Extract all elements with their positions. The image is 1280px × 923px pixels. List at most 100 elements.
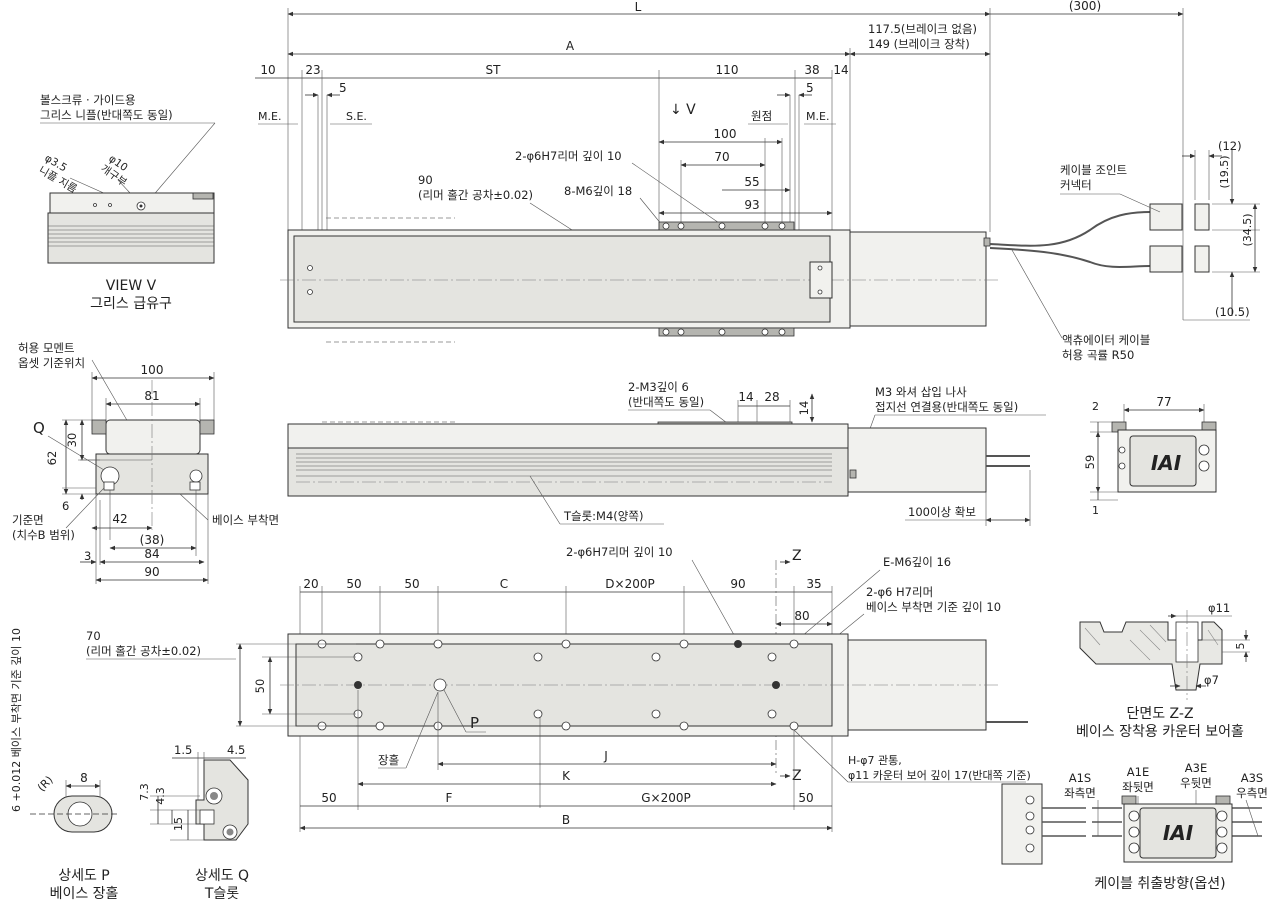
end-dim-62: 62 [45, 451, 59, 466]
dim-14: 14 [833, 63, 848, 77]
side-clearance: 100이상 확보 [908, 505, 976, 519]
view-v-note-2: 그리스 니플(반대쪽도 동일) [40, 108, 173, 122]
dim-ST: ST [486, 63, 502, 77]
right-logo: IAI [1151, 451, 1182, 475]
cable-a3s-2: 우측면 [1236, 786, 1268, 800]
end-view-left: 허용 모멘트 옵셋 기준위치 100 81 Q 30 62 6 기준면 [12, 341, 279, 584]
side-dim-28: 28 [764, 390, 779, 404]
bot-dim-50c: 50 [321, 791, 336, 805]
bot-dim-50d: 50 [798, 791, 813, 805]
view-v-note-1: 볼스크류 · 가이드용 [40, 93, 136, 107]
bot-reamer-base-2: 베이스 부착면 기준 깊이 10 [866, 600, 1001, 614]
zz-title-1: 단면도 Z-Z [1126, 706, 1193, 722]
bot-tol-1: 70 [86, 629, 101, 643]
cable-a1e-2: 좌뒷면 [1122, 780, 1154, 794]
end-dim-42: 42 [112, 512, 127, 526]
label-se: S.E. [346, 110, 367, 123]
detail-p-vertical-label: 6 +0.012 베이스 부착면 기준 깊이 10 [10, 628, 23, 812]
bot-J: J [603, 749, 608, 763]
dim-10-5: (10.5) [1215, 305, 1250, 319]
bot-dim-35: 35 [806, 577, 821, 591]
view-v-detail: 볼스크류 · 가이드용 그리스 니플(반대쪽도 동일) φ3.5 니플 지름 φ… [37, 93, 216, 312]
cable-a3s-1: A3S [1241, 771, 1263, 785]
bot-tol-2: (리머 홀간 공차±0.02) [86, 644, 201, 658]
bot-dim-50b: 50 [404, 577, 419, 591]
dim-110: 110 [716, 63, 739, 77]
bot-reamer-1: 2-φ6H7리머 깊이 10 [566, 545, 673, 559]
dim-10: 10 [260, 63, 275, 77]
right-dim-2: 2 [1092, 400, 1099, 413]
view-v-arrow: ↓ V [670, 102, 696, 118]
cable-a1s-1: A1S [1069, 771, 1091, 785]
right-end-view: 77 IAI 2 59 1 [1083, 395, 1217, 517]
bot-B: B [562, 813, 570, 827]
end-dim-81: 81 [144, 389, 159, 403]
bot-K: K [562, 769, 571, 783]
end-base-mount: 베이스 부착면 [212, 513, 279, 527]
detail-q-d4-3: 4.3 [154, 787, 167, 805]
top-view: L (300) A 117.5(브레이크 없음) 149 (브레이크 장착) 1… [255, 0, 1260, 362]
dim-38: 38 [804, 63, 819, 77]
label-reamer-pitch-1: 90 [418, 173, 433, 187]
detail-q-d15: 15 [172, 817, 185, 831]
dim-cable-300: (300) [1069, 0, 1101, 13]
side-washer-2: 접지선 연결용(반대쪽도 동일) [875, 400, 1018, 414]
end-dim-6: 6 [62, 499, 69, 513]
end-dim-38: (38) [140, 533, 165, 547]
dim-100: 100 [714, 127, 737, 141]
detail-q-d1-5: 1.5 [174, 743, 192, 757]
cable-logo: IAI [1163, 821, 1194, 845]
view-v-title-1: VIEW V [106, 278, 157, 294]
bot-reamer-base-1: 2-φ6 H7리머 [866, 585, 933, 599]
label-cable-bend-1: 액츄에이터 케이블 [1062, 333, 1150, 347]
dim-55: 55 [744, 175, 759, 189]
label-me-right: M.E. [806, 110, 829, 123]
detail-q: 1.5 4.5 7.3 4.3 15 상세도 Q T슬롯 [138, 743, 249, 902]
dim-5-left: 5 [339, 81, 347, 95]
side-washer-1: M3 와셔 삽입 나사 [875, 385, 967, 399]
zz-d5: 5 [1234, 643, 1247, 650]
bot-F: F [446, 791, 453, 805]
end-dim-84: 84 [144, 547, 159, 561]
bottom-view: 20 50 50 C D×200P 90 35 80 2-φ6H7리머 깊이 1… [86, 545, 1031, 832]
section-zz: φ11 5 φ7 단면도 Z-Z 베이스 장착용 카운터 보어홀 [1076, 601, 1250, 740]
view-v-title-2: 그리스 급유구 [90, 296, 172, 312]
bot-through-1: H-φ7 관통, [848, 754, 902, 767]
label-m6-holes: 8-M6깊이 18 [564, 184, 632, 198]
detail-p-title-1: 상세도 P [58, 868, 110, 884]
bot-dim-90: 90 [730, 577, 745, 591]
bot-dim-50a: 50 [346, 577, 361, 591]
bot-dim-Dx200P: D×200P [605, 577, 654, 591]
detail-q-d7-3: 7.3 [138, 783, 151, 801]
dim-L: L [635, 0, 642, 14]
side-m3-1: 2-M3깊이 6 [628, 380, 689, 394]
side-m3-2: (반대쪽도 동일) [628, 395, 704, 409]
detail-q-title-2: T슬롯 [204, 886, 239, 902]
end-dim-100: 100 [141, 363, 164, 377]
bot-dim-50v: 50 [253, 679, 267, 694]
bot-dim-80: 80 [794, 609, 809, 623]
end-dim-3: 3 [84, 549, 91, 563]
bot-dim-20: 20 [303, 577, 318, 591]
right-dim-1: 1 [1092, 504, 1099, 517]
side-tslot: T슬롯:M4(양쪽) [563, 509, 643, 523]
bot-slot-hole: 장홀 [378, 753, 399, 767]
bot-m6: E-M6깊이 16 [883, 555, 951, 569]
dim-19-5: (19.5) [1218, 155, 1231, 188]
label-cable-joint-1: 케이블 조인트 [1060, 163, 1127, 177]
zz-phi7: φ7 [1204, 673, 1219, 687]
zz-title-2: 베이스 장착용 카운터 보어홀 [1076, 724, 1244, 740]
side-dim-14b: 14 [797, 401, 811, 416]
bot-Z1: Z [792, 548, 802, 564]
detail-p-d8: 8 [80, 771, 88, 785]
dim-brake-with: 149 (브레이크 장착) [868, 37, 970, 51]
cable-a1s-2: 좌측면 [1064, 786, 1096, 800]
dim-A: A [566, 39, 575, 53]
bot-Z2: Z [792, 768, 802, 784]
dim-12: (12) [1218, 139, 1242, 153]
cable-a1e-1: A1E [1127, 765, 1149, 779]
cable-options: A1S 좌측면 A1E 좌뒷면 A3E 우뒷면 A3S 우측면 IAI 케이블 … [1001, 761, 1268, 892]
cable-title: 케이블 취출방향(옵션) [1094, 876, 1225, 892]
